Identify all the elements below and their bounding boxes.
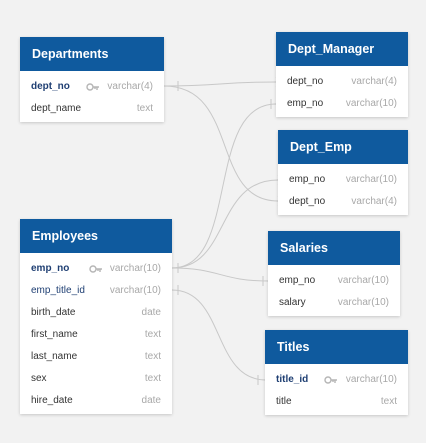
relation-employees-dept-manager bbox=[171, 103, 277, 269]
column-type: text bbox=[144, 329, 161, 340]
column-name: emp_no bbox=[31, 263, 70, 274]
relation-employees-dept-emp bbox=[171, 179, 279, 269]
table-dept-emp[interactable]: Dept_Emp emp_no varchar(10) dept_no varc… bbox=[278, 130, 408, 215]
relation-employees-salaries bbox=[171, 267, 270, 282]
table-title[interactable]: Salaries bbox=[268, 231, 400, 265]
column-name: emp_no bbox=[289, 174, 326, 185]
column-type: varchar(10) bbox=[109, 263, 161, 274]
column-row[interactable]: emp_no varchar(10) bbox=[278, 169, 408, 191]
column-name: dept_name bbox=[31, 103, 82, 114]
column-row[interactable]: first_name text bbox=[20, 324, 172, 346]
column-name: dept_no bbox=[31, 81, 70, 92]
column-type: varchar(10) bbox=[345, 174, 397, 185]
column-name: last_name bbox=[31, 351, 78, 362]
column-type: varchar(10) bbox=[337, 275, 389, 286]
column-name: title bbox=[276, 396, 292, 407]
relation-employees-titles bbox=[171, 289, 267, 381]
column-row[interactable]: birth_date date bbox=[20, 302, 172, 324]
column-row[interactable]: title text bbox=[265, 391, 408, 413]
column-type: varchar(10) bbox=[345, 374, 397, 385]
column-name: sex bbox=[31, 373, 47, 384]
column-row[interactable]: emp_title_id varchar(10) bbox=[20, 280, 172, 302]
column-type: varchar(4) bbox=[351, 196, 397, 207]
key-icon bbox=[324, 376, 337, 384]
table-title[interactable]: Dept_Manager bbox=[276, 32, 408, 66]
column-row[interactable]: sex text bbox=[20, 368, 172, 390]
column-name: emp_no bbox=[279, 275, 316, 286]
column-type: text bbox=[144, 351, 161, 362]
column-type: text bbox=[136, 103, 153, 114]
column-name: title_id bbox=[276, 374, 309, 385]
column-row[interactable]: salary varchar(10) bbox=[268, 292, 400, 314]
table-title[interactable]: Employees bbox=[20, 219, 172, 253]
column-name: dept_no bbox=[287, 76, 324, 87]
table-title[interactable]: Departments bbox=[20, 37, 164, 71]
column-row[interactable]: dept_name text bbox=[20, 98, 164, 120]
table-departments[interactable]: Departments dept_no varchar(4) dept_name… bbox=[20, 37, 164, 122]
table-titles[interactable]: Titles title_id varchar(10) title text bbox=[265, 330, 408, 415]
column-type: text bbox=[380, 396, 397, 407]
column-name: dept_no bbox=[289, 196, 326, 207]
column-type: varchar(4) bbox=[107, 81, 153, 92]
column-type: varchar(10) bbox=[345, 98, 397, 109]
column-row[interactable]: title_id varchar(10) bbox=[265, 369, 408, 391]
column-name: salary bbox=[279, 297, 306, 308]
column-type: varchar(10) bbox=[109, 285, 161, 296]
column-name: birth_date bbox=[31, 307, 76, 318]
relation-departments-dept-emp bbox=[163, 85, 279, 202]
relation-departments-dept-manager bbox=[163, 81, 277, 87]
table-title[interactable]: Titles bbox=[265, 330, 408, 364]
column-row[interactable]: dept_no varchar(4) bbox=[276, 71, 408, 93]
column-type: date bbox=[141, 307, 161, 318]
table-dept-manager[interactable]: Dept_Manager dept_no varchar(4) emp_no v… bbox=[276, 32, 408, 117]
key-icon bbox=[86, 83, 99, 91]
column-name: first_name bbox=[31, 329, 78, 340]
key-icon bbox=[89, 265, 102, 273]
column-row[interactable]: hire_date date bbox=[20, 390, 172, 412]
column-row[interactable]: last_name text bbox=[20, 346, 172, 368]
column-type: varchar(4) bbox=[351, 76, 397, 87]
column-row[interactable]: dept_no varchar(4) bbox=[278, 191, 408, 213]
column-row[interactable]: dept_no varchar(4) bbox=[20, 76, 164, 98]
column-row[interactable]: emp_no varchar(10) bbox=[20, 258, 172, 280]
table-employees[interactable]: Employees emp_no varchar(10) emp_title_i… bbox=[20, 219, 172, 414]
column-name: emp_title_id bbox=[31, 285, 85, 296]
column-type: date bbox=[141, 395, 161, 406]
column-type: text bbox=[144, 373, 161, 384]
column-row[interactable]: emp_no varchar(10) bbox=[268, 270, 400, 292]
table-salaries[interactable]: Salaries emp_no varchar(10) salary varch… bbox=[268, 231, 400, 316]
column-type: varchar(10) bbox=[337, 297, 389, 308]
table-title[interactable]: Dept_Emp bbox=[278, 130, 408, 164]
column-name: emp_no bbox=[287, 98, 324, 109]
column-name: hire_date bbox=[31, 395, 73, 406]
column-row[interactable]: emp_no varchar(10) bbox=[276, 93, 408, 115]
